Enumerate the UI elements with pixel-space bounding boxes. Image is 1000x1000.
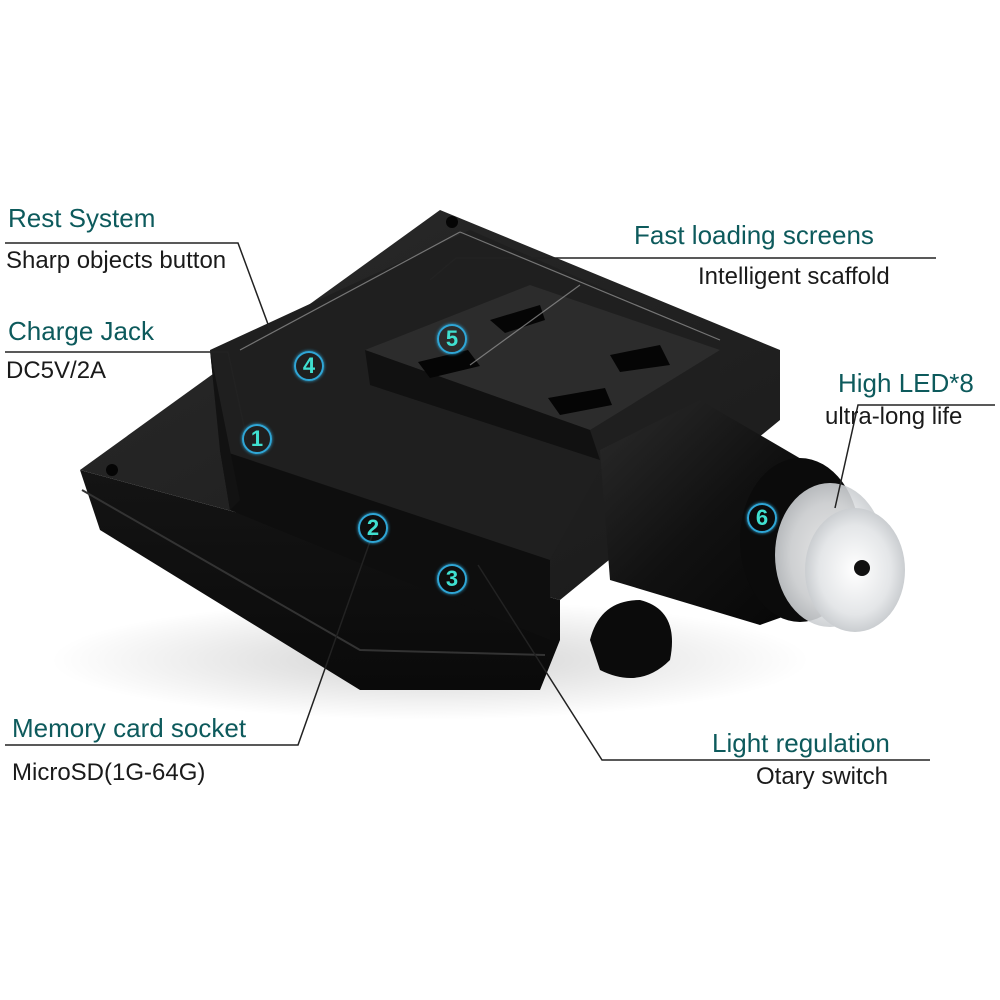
marker-4-rest-system: 4: [294, 351, 324, 381]
marker-1-charge-jack: 1: [242, 424, 272, 454]
callout-title-light-regulation: Light regulation: [712, 728, 890, 758]
callout-subtitle-light-regulation: Otary switch: [756, 763, 889, 790]
marker-5-fast-loading: 5: [437, 324, 467, 354]
callout-subtitle-rest-system: Sharp objects button: [6, 247, 227, 274]
callout-subtitle-high-led: ultra-long life: [825, 403, 963, 430]
marker-3-light-regulation: 3: [437, 564, 467, 594]
callout-title-high-led: High LED*8: [838, 368, 974, 398]
marker-6-high-led: 6: [747, 503, 777, 533]
callout-subtitle-fast-loading: Intelligent scaffold: [698, 263, 890, 290]
callout-title-charge-jack: Charge Jack: [8, 316, 154, 346]
callout-title-rest-system: Rest System: [8, 203, 156, 233]
marker-2-memory-card: 2: [358, 513, 388, 543]
callout-title-fast-loading: Fast loading screens: [634, 220, 874, 250]
callout-subtitle-memory-card: MicroSD(1G-64G): [12, 759, 206, 786]
callout-title-memory-card: Memory card socket: [12, 713, 247, 743]
callout-subtitle-charge-jack: DC5V/2A: [6, 357, 107, 384]
